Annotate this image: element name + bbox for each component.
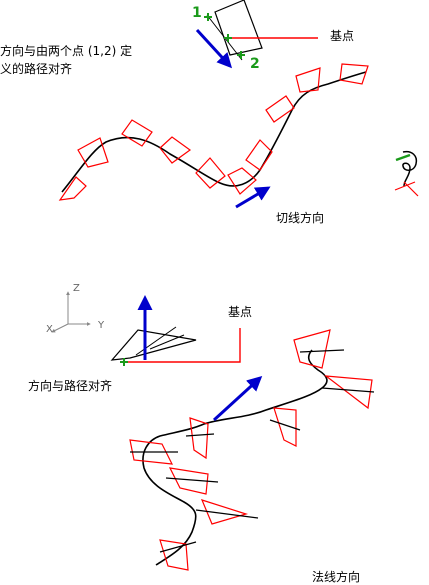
top-array-items xyxy=(58,63,369,201)
top-base-shape xyxy=(214,0,263,56)
top-item xyxy=(121,119,153,147)
top-item xyxy=(265,95,295,123)
top-path xyxy=(61,71,367,193)
direction-arrow-icon xyxy=(195,28,233,69)
top-base-object xyxy=(204,0,318,61)
bottom-path xyxy=(142,349,328,566)
bottom-item xyxy=(273,407,297,447)
ucs-axis-x-label: X xyxy=(46,324,53,335)
bottom-base-point-label: 基点 xyxy=(228,305,253,319)
normal-direction-label: 法线方向 xyxy=(312,570,361,584)
top-item xyxy=(195,157,226,189)
top-desc-line1: 方向与由两个点 (1,2) 定 xyxy=(0,44,133,58)
top-item xyxy=(245,139,273,171)
top-item xyxy=(295,67,321,93)
point1-label: 1 xyxy=(192,5,202,21)
bottom-base-shape xyxy=(110,329,197,361)
align-with-path-label: 方向与路径对齐 xyxy=(28,379,113,393)
top-desc-line2: 义的路径对齐 xyxy=(0,62,73,76)
ucs-axis-icon xyxy=(51,291,91,333)
bottom-item xyxy=(159,539,189,571)
bottom-base-object xyxy=(110,295,241,366)
ucs-axis-y-label: Y xyxy=(98,320,105,331)
bottom-item xyxy=(323,375,373,410)
bottom-base-point-line xyxy=(124,328,241,363)
top-item xyxy=(58,176,87,201)
top-item xyxy=(77,137,109,168)
bottom-array-items xyxy=(129,329,373,571)
top-item xyxy=(227,167,257,195)
point-marker-icon xyxy=(120,358,128,366)
top-item xyxy=(339,63,369,85)
point-marker-icon xyxy=(204,13,245,59)
bottom-item xyxy=(129,439,174,465)
bottom-item xyxy=(189,417,209,460)
tangent-direction-label: 切线方向 xyxy=(276,211,325,225)
bottom-item xyxy=(293,329,331,369)
bottom-item xyxy=(168,467,209,495)
tangent-arrow-icon xyxy=(235,186,271,209)
top-base-point-label: 基点 xyxy=(330,29,355,43)
point2-label: 2 xyxy=(250,56,260,72)
cursor-glyph-icon xyxy=(394,150,419,197)
normal-arrow-icon xyxy=(212,375,263,422)
bottom-array-spines xyxy=(130,349,375,553)
ucs-axis-z-label: Z xyxy=(73,283,80,294)
top-item xyxy=(159,136,192,164)
